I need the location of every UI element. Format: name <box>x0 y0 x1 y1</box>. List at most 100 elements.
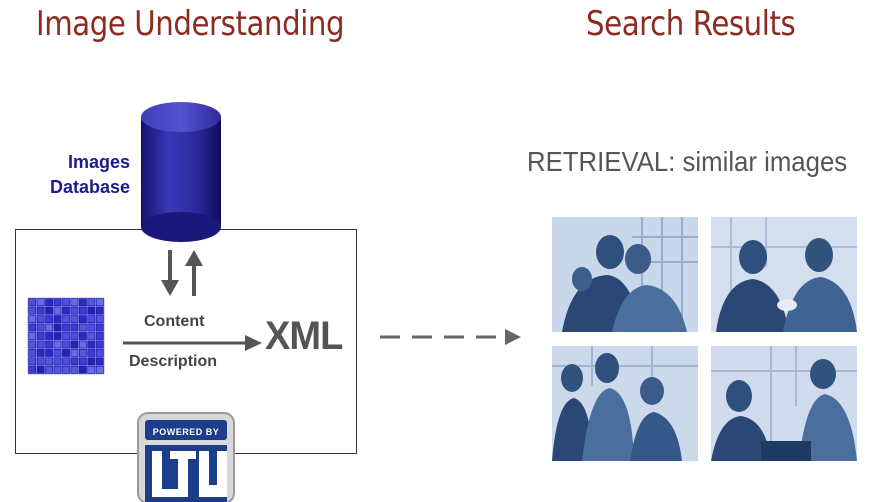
mosaic-cell <box>37 366 44 373</box>
result-photo-2[interactable] <box>711 217 857 332</box>
mosaic-cell <box>79 299 87 306</box>
mosaic-cell <box>88 299 95 306</box>
mosaic-cell <box>62 358 70 365</box>
mosaic-cell <box>45 324 53 331</box>
mosaic-cell <box>88 349 95 357</box>
xml-output-label: XML <box>265 314 343 358</box>
mosaic-cell <box>88 332 95 340</box>
result-photo-3[interactable] <box>552 346 698 461</box>
mosaic-cell <box>79 324 87 331</box>
mosaic-cell <box>45 315 53 323</box>
ltu-logo-icon <box>137 412 235 502</box>
mosaic-cell <box>37 307 44 314</box>
result-photo-4[interactable] <box>711 346 857 461</box>
mosaic-cell <box>71 341 78 348</box>
mosaic-cell <box>45 341 53 348</box>
mosaic-cell <box>45 358 53 365</box>
mosaic-cell <box>45 307 53 314</box>
mosaic-cell <box>79 341 87 348</box>
right-arrow-icon <box>123 335 262 351</box>
mosaic-cell <box>29 366 36 373</box>
mosaic-cell <box>88 324 95 331</box>
result-photo-1[interactable] <box>552 217 698 332</box>
mosaic-cell <box>54 349 61 357</box>
retrieval-heading: RETRIEVAL: similar images <box>527 146 848 177</box>
mosaic-cell <box>37 324 44 331</box>
mosaic-cell <box>96 299 103 306</box>
down-arrow-icon <box>161 250 179 296</box>
image-understanding-title: Image Understanding <box>36 4 345 44</box>
mosaic-cell <box>88 341 95 348</box>
mosaic-cell <box>62 366 70 373</box>
mosaic-cell <box>71 315 78 323</box>
mosaic-cell <box>62 315 70 323</box>
mosaic-cell <box>54 307 61 314</box>
mosaic-cell <box>79 332 87 340</box>
photo-handshake-icon <box>711 217 857 332</box>
mosaic-cell <box>71 299 78 306</box>
dashed-arrow-icon <box>380 329 521 345</box>
images-database-label: Images Database <box>30 150 130 200</box>
mosaic-cell <box>79 349 87 357</box>
mosaic-cell <box>54 324 61 331</box>
mosaic-cell <box>96 349 103 357</box>
mosaic-cell <box>45 332 53 340</box>
mosaic-cell <box>29 358 36 365</box>
photo-phone-call-icon <box>711 346 857 461</box>
mosaic-cell <box>79 366 87 373</box>
mosaic-cell <box>96 366 103 373</box>
mosaic-cell <box>62 307 70 314</box>
database-label-line2: Database <box>49 177 130 197</box>
photo-people-laughing-icon <box>552 217 698 332</box>
mosaic-cell <box>71 349 78 357</box>
mosaic-cell <box>79 358 87 365</box>
mosaic-cell <box>96 324 103 331</box>
mosaic-cell <box>29 324 36 331</box>
mosaic-cell <box>71 307 78 314</box>
mosaic-cell <box>29 315 36 323</box>
mosaic-cell <box>37 349 44 357</box>
photo-team-meeting-icon <box>552 346 698 461</box>
mosaic-cell <box>71 366 78 373</box>
mosaic-cell <box>71 332 78 340</box>
mosaic-cell <box>45 299 53 306</box>
up-arrow-icon <box>185 250 203 296</box>
mosaic-cell <box>96 307 103 314</box>
mosaic-cell <box>54 341 61 348</box>
mosaic-cell <box>62 332 70 340</box>
mosaic-cell <box>96 315 103 323</box>
mosaic-cell <box>96 332 103 340</box>
mosaic-cell <box>88 358 95 365</box>
mosaic-cell <box>29 349 36 357</box>
mosaic-cell <box>45 349 53 357</box>
mosaic-cell <box>62 324 70 331</box>
mosaic-cell <box>54 358 61 365</box>
mosaic-cell <box>29 299 36 306</box>
search-results-title: Search Results <box>586 4 796 44</box>
mosaic-cell <box>54 366 61 373</box>
mosaic-cell <box>37 358 44 365</box>
mosaic-cell <box>88 366 95 373</box>
mosaic-cell <box>37 332 44 340</box>
mosaic-cell <box>37 299 44 306</box>
mosaic-cell <box>29 341 36 348</box>
mosaic-cell <box>37 315 44 323</box>
mosaic-cell <box>29 332 36 340</box>
mosaic-cell <box>71 324 78 331</box>
mosaic-cell <box>96 341 103 348</box>
mosaic-cell <box>54 332 61 340</box>
mosaic-cell <box>96 358 103 365</box>
mosaic-cell <box>29 307 36 314</box>
mosaic-cell <box>88 307 95 314</box>
mosaic-cell <box>62 341 70 348</box>
mosaic-cell <box>62 349 70 357</box>
mosaic-cell <box>54 299 61 306</box>
mosaic-cell <box>71 358 78 365</box>
mosaic-cell <box>79 315 87 323</box>
mosaic-cell <box>54 315 61 323</box>
mosaic-cell <box>45 366 53 373</box>
image-mosaic-icon <box>27 297 105 375</box>
mosaic-cell <box>88 315 95 323</box>
database-cylinder-icon <box>141 102 221 242</box>
